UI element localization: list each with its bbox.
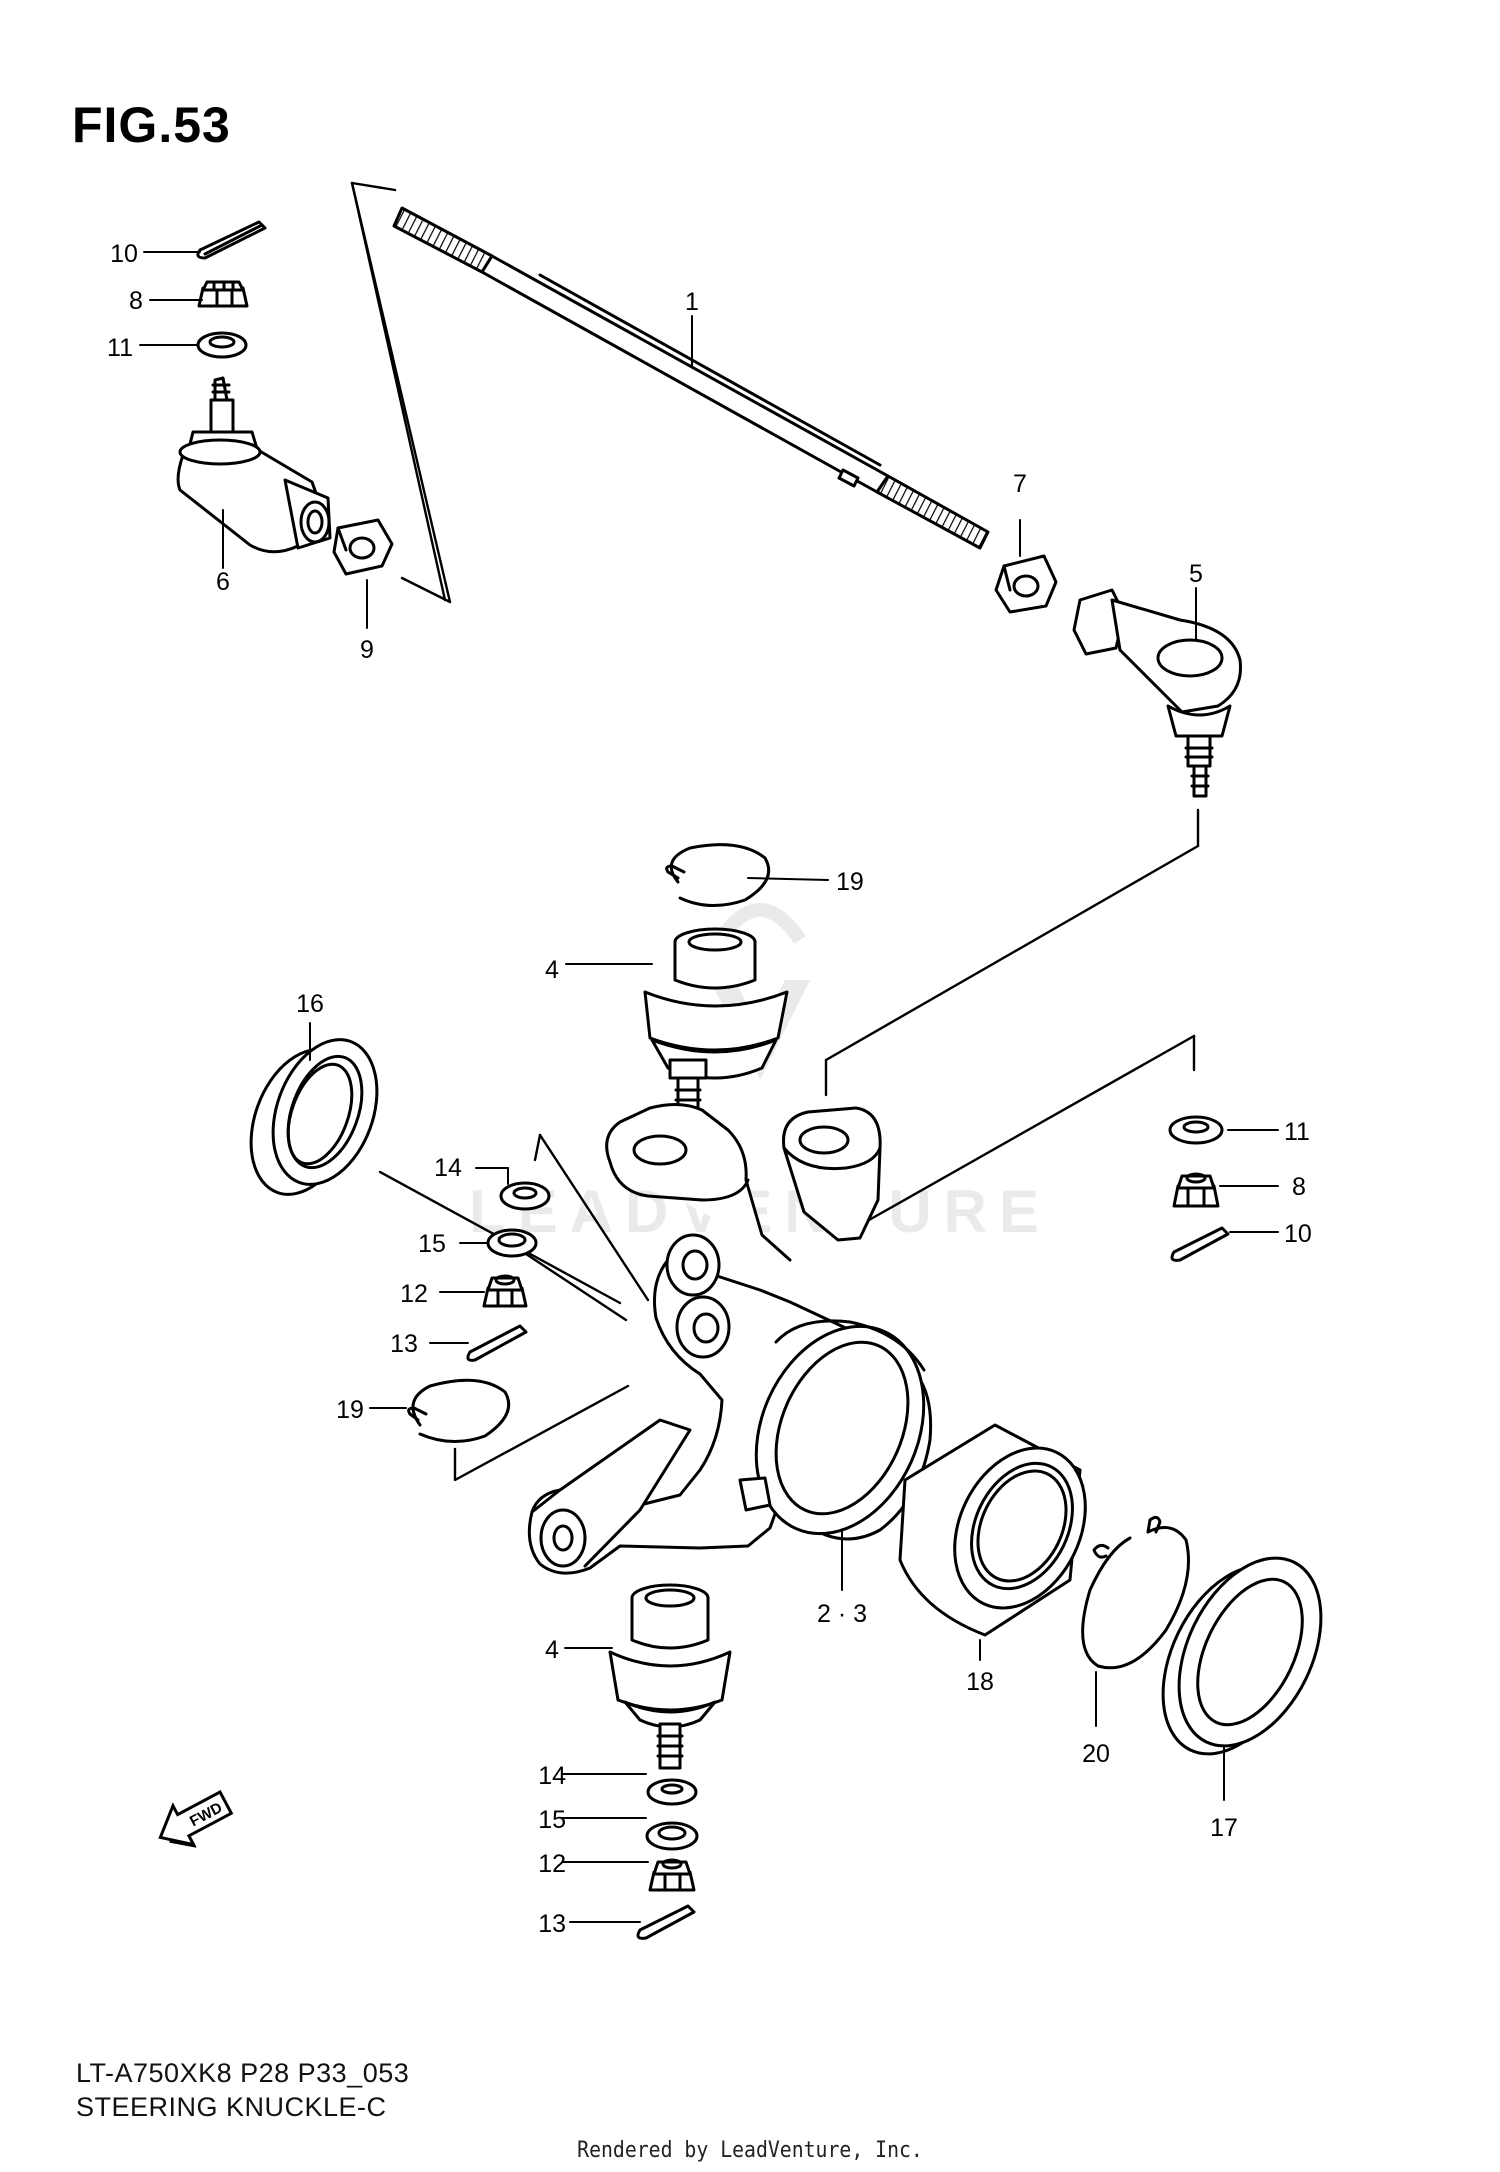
washer-11-left bbox=[196, 331, 248, 359]
callout-9: 9 bbox=[360, 636, 374, 664]
callout-8-left: 8 bbox=[129, 287, 143, 315]
cotter-pin-10-left bbox=[196, 220, 267, 260]
render-credit: Rendered by LeadVenture, Inc. bbox=[577, 2138, 923, 2163]
tie-rod-end-right bbox=[1072, 588, 1243, 798]
callout-15-lower: 15 bbox=[538, 1806, 566, 1834]
callout-14-lower: 14 bbox=[538, 1762, 566, 1790]
callout-12-upper: 12 bbox=[400, 1280, 428, 1308]
circlip-20 bbox=[1081, 1515, 1190, 1670]
tie-rod-end-left bbox=[176, 376, 332, 554]
figure-caption: STEERING KNUCKLE-C bbox=[76, 2092, 387, 2122]
ball-joint-lower bbox=[608, 1583, 732, 1770]
washer-15-upper bbox=[486, 1228, 538, 1258]
callout-8-right: 8 bbox=[1292, 1173, 1306, 1201]
nut-7 bbox=[994, 554, 1058, 614]
fwd-badge: FWD bbox=[158, 1790, 234, 1848]
callout-17: 17 bbox=[1210, 1814, 1238, 1842]
callout-5: 5 bbox=[1189, 560, 1203, 588]
callout-10-left: 10 bbox=[110, 240, 138, 268]
callout-11-left: 11 bbox=[107, 334, 133, 362]
ball-joint-upper bbox=[643, 927, 789, 1122]
castle-nut-8-right bbox=[1172, 1172, 1220, 1208]
cotter-pin-10-right bbox=[1170, 1226, 1230, 1262]
wheel-bearing-18 bbox=[898, 1423, 1087, 1637]
washer-14-upper bbox=[499, 1181, 551, 1211]
oil-seal-16 bbox=[249, 1038, 379, 1196]
callout-11-right: 11 bbox=[1284, 1118, 1310, 1146]
callout-19-lower: 19 bbox=[336, 1396, 364, 1424]
callout-20: 20 bbox=[1082, 1740, 1110, 1768]
oil-seal-17 bbox=[1161, 1556, 1323, 1756]
cotter-pin-13-upper bbox=[466, 1324, 528, 1362]
callout-13-upper: 13 bbox=[390, 1330, 418, 1358]
castle-nut-12-lower bbox=[648, 1858, 696, 1892]
washer-14-lower bbox=[646, 1778, 698, 1806]
callout-13-lower: 13 bbox=[538, 1910, 566, 1938]
nut-9 bbox=[332, 518, 394, 576]
cotter-pin-13-lower bbox=[636, 1904, 696, 1940]
callout-15-upper: 15 bbox=[418, 1230, 446, 1258]
washer-15-lower bbox=[645, 1821, 699, 1851]
tie-rod-part bbox=[392, 206, 990, 550]
leader-lines bbox=[139, 251, 1279, 1923]
castle-nut-8-left bbox=[197, 280, 249, 308]
snap-ring-19-upper bbox=[665, 843, 771, 908]
callout-6: 6 bbox=[216, 568, 230, 596]
callout-10-right: 10 bbox=[1284, 1220, 1312, 1248]
castle-nut-12-upper bbox=[482, 1274, 528, 1308]
callout-labels: 1 2 · 3 4 4 5 6 7 8 8 9 10 10 11 11 12 1… bbox=[107, 240, 1312, 1938]
callout-19-upper: 19 bbox=[836, 868, 864, 896]
model-code: LT-A750XK8 P28 P33_053 bbox=[76, 2058, 410, 2088]
callout-14-upper: 14 bbox=[434, 1154, 462, 1182]
callout-4-upper: 4 bbox=[545, 956, 559, 984]
callout-1: 1 bbox=[685, 288, 699, 316]
steering-knuckle bbox=[527, 1103, 933, 1575]
washer-11-right bbox=[1168, 1115, 1224, 1145]
callout-12-lower: 12 bbox=[538, 1850, 566, 1878]
construction-lines bbox=[350, 181, 1200, 1482]
callout-16: 16 bbox=[296, 990, 324, 1018]
callout-7: 7 bbox=[1013, 470, 1027, 498]
callout-2-3: 2 · 3 bbox=[817, 1600, 867, 1628]
callout-18: 18 bbox=[966, 1668, 994, 1696]
figure-title: FIG.53 bbox=[72, 97, 231, 153]
snap-ring-19-lower bbox=[407, 1378, 511, 1444]
callout-4-lower: 4 bbox=[545, 1636, 559, 1664]
